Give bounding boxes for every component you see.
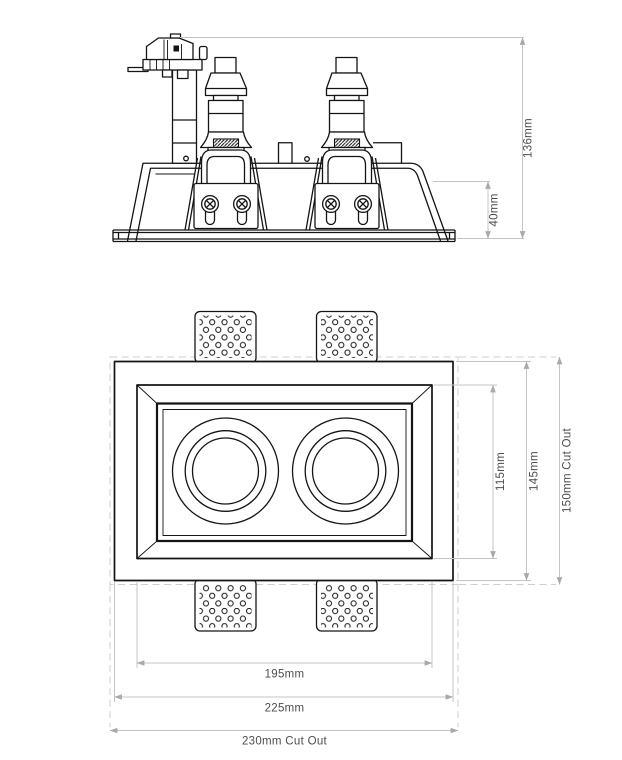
deck-screw-icon (304, 156, 310, 162)
dim-cutout-height: 150mm Cut Out (556, 356, 574, 585)
dim-aperture-height: 115mm (434, 384, 507, 559)
deck-segment (277, 142, 293, 164)
dim-label-cutout-height: 150mm Cut Out (562, 427, 574, 513)
plaster-tabs (194, 310, 378, 632)
spotlight-right (291, 417, 400, 525)
dim-label-overall-height: 136mm (523, 118, 535, 158)
connector-box (145, 37, 194, 61)
bevel-frame (136, 384, 433, 560)
terminal-rail (142, 58, 203, 71)
dim-body-width: 225mm (114, 582, 454, 715)
dim-cutout-width: 230mm Cut Out (109, 727, 459, 748)
recessed-housing (126, 142, 449, 242)
dim-label-cutout-width: 230mm Cut Out (242, 736, 328, 748)
terminal-block-assembly (127, 33, 208, 164)
dim-label-recess-depth: 40mm (489, 193, 501, 226)
side-elevation-view (112, 33, 456, 243)
deck-screw-icon (183, 155, 189, 162)
ceiling-flange (112, 229, 456, 243)
dim-body-height: 145mm (456, 361, 541, 581)
dim-label-body-width: 225mm (265, 703, 305, 715)
support-stalk (171, 69, 198, 164)
plan-view (109, 310, 556, 727)
spotlight-left (171, 417, 280, 525)
dim-label-body-height: 145mm (529, 451, 541, 491)
dim-aperture-width: 195mm (136, 582, 433, 681)
deck-segment (373, 142, 403, 164)
dimension-annotations: 136mm 40mm 115mm 145mm 150mm Cut Out (109, 37, 574, 748)
dim-recess-depth: 40mm (433, 181, 501, 239)
dim-label-aperture-height: 115mm (495, 452, 507, 491)
dim-label-aperture-width: 195mm (265, 669, 305, 681)
face-plate (113, 360, 454, 582)
